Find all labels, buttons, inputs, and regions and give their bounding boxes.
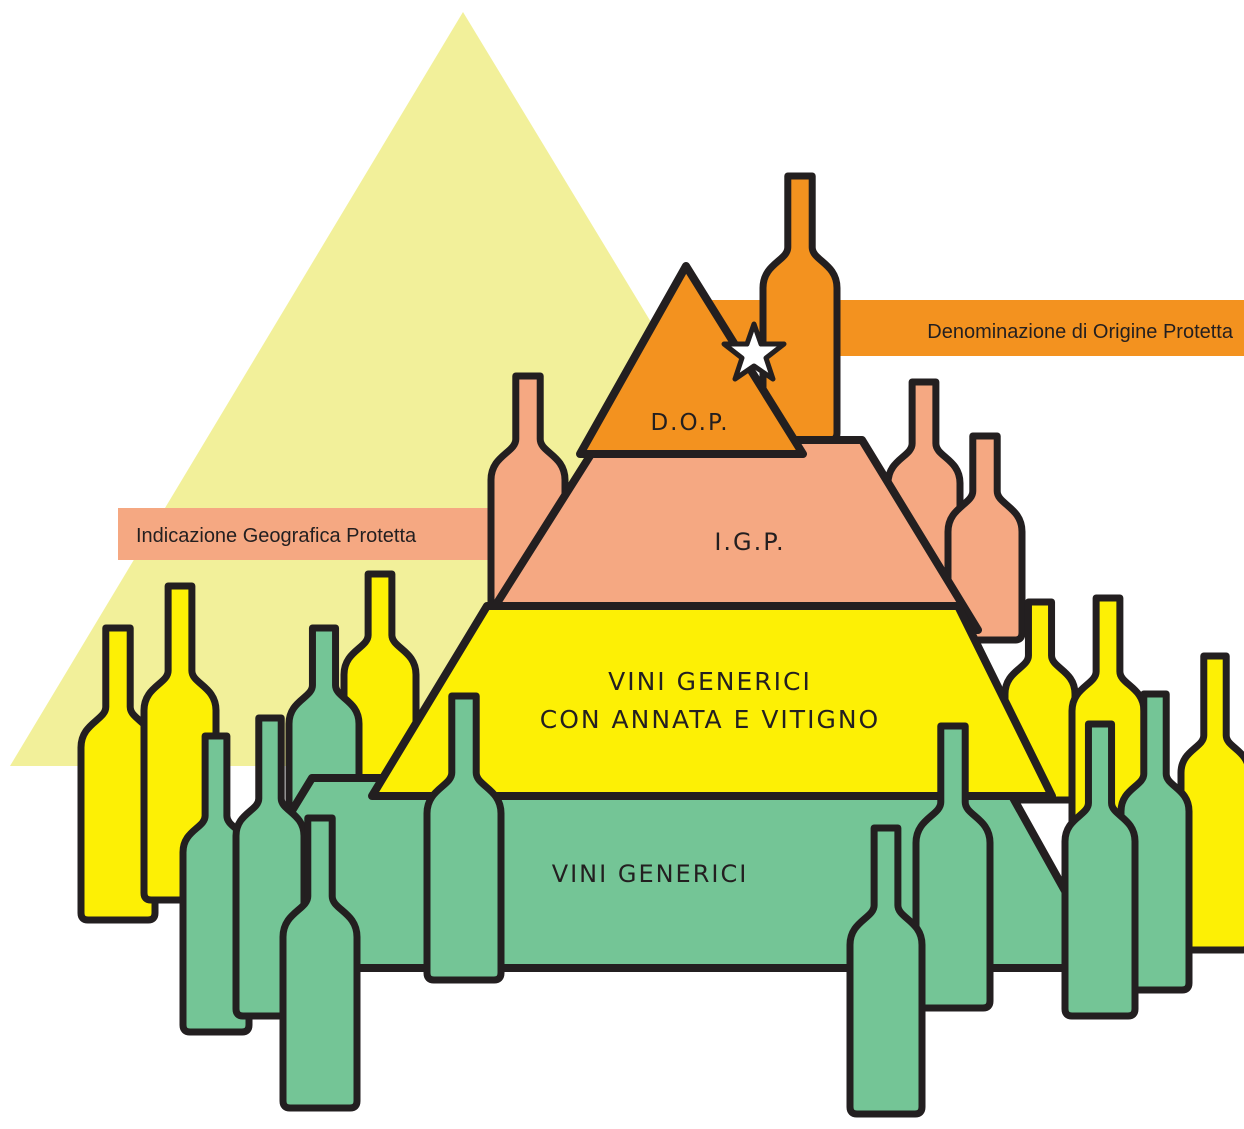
- wine-bottle-icon: [944, 432, 1026, 644]
- igp-banner-label: Indicazione Geografica Protetta: [136, 525, 417, 547]
- igp-tier-label: I.G.P.: [714, 528, 785, 556]
- vini-annata-tier-label-line2: CON ANNATA E VITIGNO: [540, 705, 880, 734]
- star-icon: [721, 321, 787, 382]
- wine-bottle-icon: [423, 692, 505, 984]
- bottles-front: [179, 692, 1139, 1118]
- vini-annata-tier: [368, 602, 1056, 800]
- vini-generici-tier-label: VINI GENERICI: [552, 860, 749, 888]
- vini-annata-tier-label-line1: VINI GENERICI: [608, 667, 812, 696]
- wine-bottle-icon: [1061, 720, 1139, 1020]
- wine-bottle-icon: [279, 814, 361, 1112]
- wine-bottle-icon: [912, 722, 994, 1012]
- wine-bottle-icon: [1177, 652, 1244, 954]
- dop-tier-label: D.O.P.: [650, 410, 729, 436]
- wine-bottle-icon: [846, 824, 926, 1118]
- dop-banner-label: Denominazione di Origine Protetta: [927, 321, 1234, 343]
